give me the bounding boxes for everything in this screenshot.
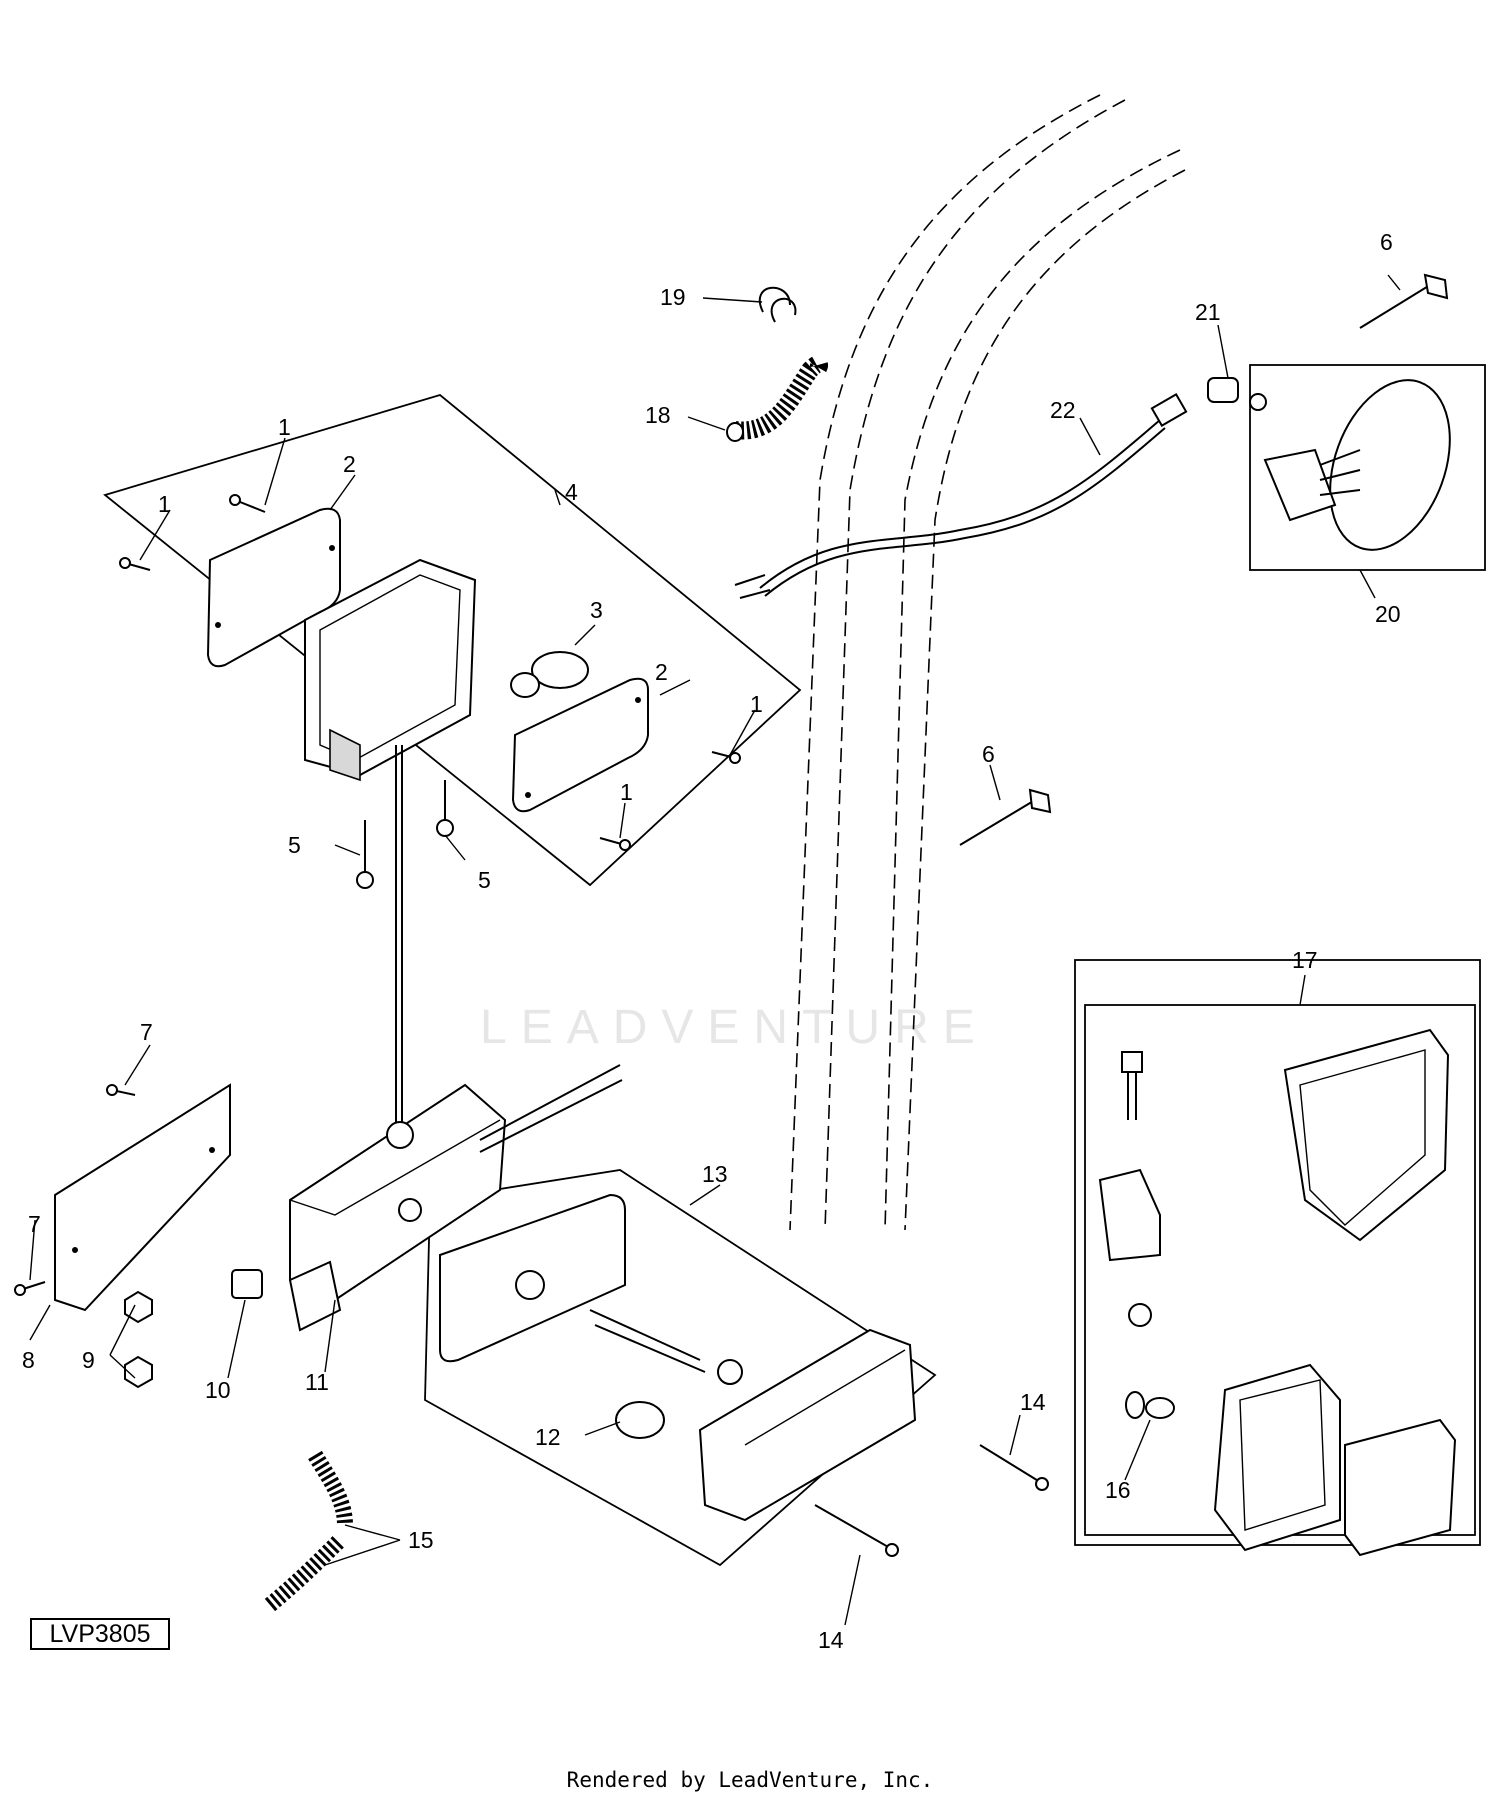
inset-frame-17 (1074, 959, 1481, 1546)
bracket-17 (1098, 1168, 1161, 1262)
screw-7-upper (106, 1084, 136, 1096)
callout-15: 15 (408, 1527, 434, 1553)
plate-8 (54, 1083, 231, 1312)
callout-4: 4 (565, 479, 578, 505)
callout-1: 1 (620, 779, 633, 805)
screw-1-d (599, 837, 631, 851)
bulb-16 (1125, 1391, 1175, 1419)
bolt-6-middle (959, 788, 1052, 846)
callout-12: 12 (535, 1424, 561, 1450)
plate-13 (439, 1193, 626, 1363)
callout-19: 19 (660, 284, 686, 310)
callout-7: 7 (28, 1211, 41, 1237)
cab-post-outline (789, 94, 1186, 1231)
lamp-housing (304, 558, 477, 782)
lamp-housing-17 (1283, 1028, 1450, 1242)
callout-14: 14 (818, 1627, 844, 1653)
callout-7: 7 (140, 1019, 153, 1045)
lens-plate-upper (206, 507, 341, 668)
connector-21 (1207, 377, 1267, 411)
nut-9 (124, 1290, 153, 1389)
screw-5-b (436, 780, 454, 837)
callout-1: 1 (158, 491, 171, 517)
assembly-frame-4 (103, 394, 802, 887)
callout-10: 10 (205, 1377, 231, 1403)
screw-7-lower (14, 1281, 46, 1296)
callout-18: 18 (645, 402, 671, 428)
callout-14: 14 (1020, 1389, 1046, 1415)
callout-11: 11 (305, 1369, 329, 1395)
bulb-3 (510, 651, 589, 698)
bolt-6-top (1359, 273, 1449, 329)
callout-17: 17 (1292, 947, 1318, 973)
bulb-12 (589, 1309, 743, 1439)
callout-6: 6 (1380, 229, 1393, 255)
mounting-bracket-11 (288, 1064, 623, 1332)
screw-5-a (356, 820, 374, 889)
callout-2: 2 (343, 451, 356, 477)
lens-grille-17 (1213, 1363, 1341, 1552)
callout-16: 16 (1105, 1477, 1131, 1503)
harness-22 (734, 392, 1188, 599)
callout-20: 20 (1375, 601, 1401, 627)
screw-1-a (229, 494, 266, 513)
footer-credit: Rendered by LeadVenture, Inc. (566, 1768, 934, 1792)
frame-20 (1249, 364, 1486, 571)
callout-22: 22 (1050, 397, 1076, 423)
screw-1-c (711, 751, 741, 764)
screw-14-right (979, 1444, 1049, 1491)
screw-14-lower (814, 1504, 899, 1557)
lens-plate-lower (511, 677, 649, 813)
clip-19 (758, 286, 797, 323)
callout-8: 8 (22, 1347, 35, 1373)
callout-9: 9 (82, 1347, 95, 1373)
callout-6: 6 (982, 741, 995, 767)
watermark-text: LEADVENTURE (480, 1001, 989, 1054)
callout-2: 2 (655, 659, 668, 685)
work-light-20 (1263, 379, 1451, 551)
lens-bezel-17 (1344, 1418, 1457, 1557)
callout-21: 21 (1195, 299, 1221, 325)
callout-3: 3 (590, 597, 603, 623)
callout-5: 5 (478, 867, 491, 893)
nut-17 (1128, 1303, 1152, 1327)
bolt-17 (1121, 1051, 1143, 1120)
callout-5: 5 (288, 832, 301, 858)
callout-1: 1 (278, 414, 291, 440)
conduit-15 (264, 1450, 353, 1612)
clip-nut-10 (231, 1269, 263, 1299)
diagram-code-label: LVP3805 (30, 1618, 170, 1650)
callout-13: 13 (702, 1161, 728, 1187)
screw-1-b (119, 557, 151, 571)
conduit-18 (726, 355, 828, 442)
tail-lamp (698, 1328, 917, 1522)
callout-1: 1 (750, 691, 763, 717)
leader-lines (29, 274, 1401, 1626)
